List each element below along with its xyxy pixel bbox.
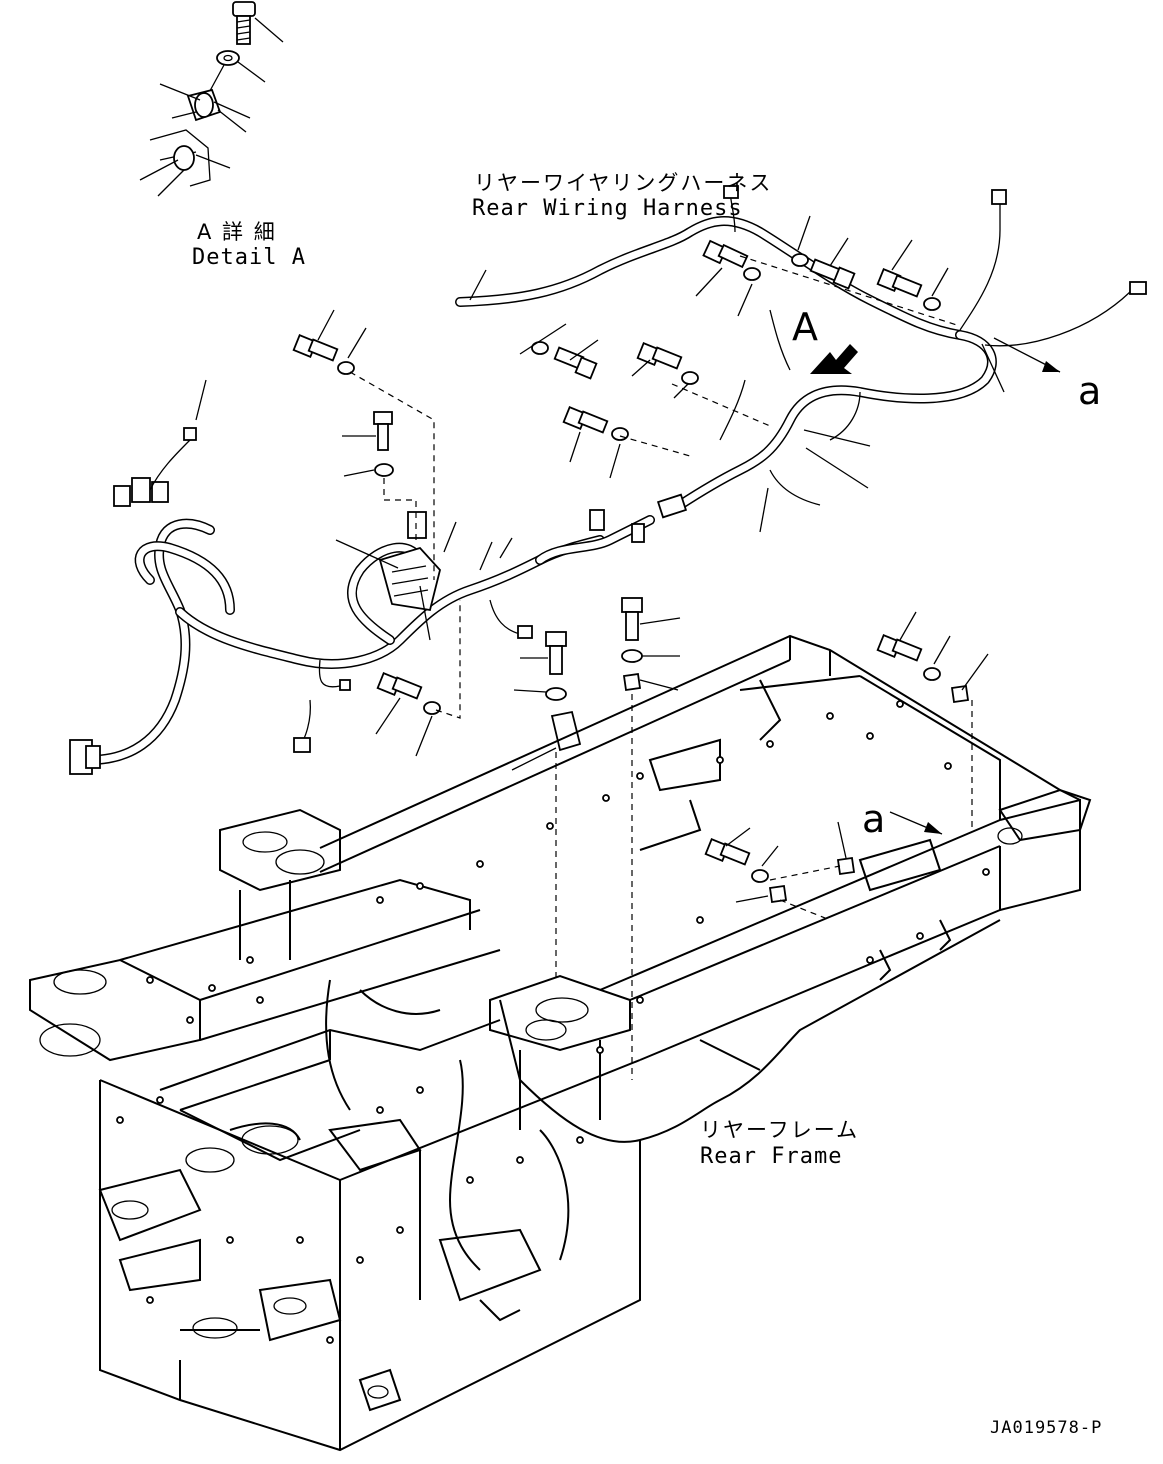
rear-wiring-harness-upper xyxy=(455,185,1147,533)
detail-a-bolt xyxy=(232,1,284,45)
detail-a-marker: A xyxy=(792,305,818,349)
detail-a-illustration xyxy=(139,1,284,197)
detail-a-title-en: Detail A xyxy=(192,245,306,270)
detail-a-washer xyxy=(216,50,266,83)
rear-wiring-harness-lower xyxy=(69,309,655,775)
frame-label-jp: リヤーフレーム xyxy=(700,1118,860,1142)
harness-label-jp: リヤーワイヤリングハーネス xyxy=(474,171,773,195)
detail-a-clamp xyxy=(139,83,251,197)
drawing-reference-number: JA019578-P xyxy=(990,1418,1103,1438)
rear-frame-illustration xyxy=(29,634,1092,1452)
center-fasteners xyxy=(511,597,989,1080)
frame-label-en: Rear Frame xyxy=(700,1144,843,1169)
connection-marker-a-right: a xyxy=(1078,369,1102,413)
frame-holes xyxy=(116,700,990,1344)
connection-marker-a-frame: a xyxy=(862,797,886,841)
harness-label-en: Rear Wiring Harness xyxy=(472,196,743,221)
detail-a-title-jp: A 詳 細 xyxy=(197,220,277,244)
bolt-group-upper xyxy=(531,239,941,441)
